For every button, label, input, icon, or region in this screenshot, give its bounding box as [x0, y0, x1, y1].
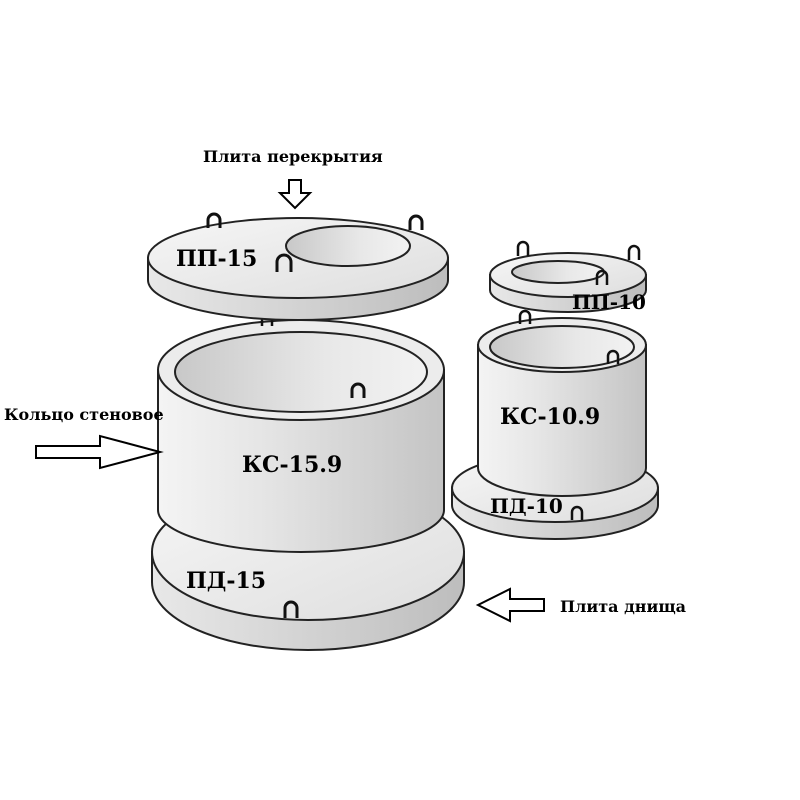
lifting-loop-cover-large-3 — [275, 253, 293, 272]
label-cover-small: ПП-10 — [572, 290, 646, 314]
lifting-loop-bottom-large — [283, 600, 299, 618]
arrow-right-icon — [35, 434, 164, 470]
lifting-loop-cover-small-1 — [516, 240, 530, 256]
wall-ring-small — [477, 309, 647, 497]
lifting-loop-ring-small-top — [518, 309, 532, 324]
cover-slab-small — [489, 240, 647, 313]
cover-slab-large — [147, 212, 449, 321]
lifting-loop-cover-large-2 — [408, 214, 424, 230]
arrow-down-icon — [277, 179, 313, 210]
lifting-loop-ring-small — [606, 349, 620, 364]
callout-cover-slab: Плита перекрытия — [203, 147, 383, 166]
lifting-loop-ring-large — [350, 382, 366, 398]
label-bottom-small: ПД-10 — [490, 494, 563, 518]
lifting-loop-bottom-small — [570, 505, 584, 520]
lifting-loop-cover-large-1 — [206, 212, 222, 228]
wall-ring-large — [157, 311, 445, 553]
label-bottom-large: ПД-15 — [186, 568, 266, 594]
callout-bottom-slab: Плита днища — [560, 597, 686, 616]
label-cover-large: ПП-15 — [176, 246, 257, 272]
label-ring-large: КС-15.9 — [242, 452, 342, 478]
lifting-loop-cover-small-3 — [595, 269, 609, 285]
callout-wall-ring: Кольцо стеновое — [4, 405, 164, 424]
arrow-left-icon — [475, 587, 545, 623]
label-ring-small: КС-10.9 — [500, 404, 600, 430]
lifting-loop-cover-small-2 — [627, 244, 641, 260]
